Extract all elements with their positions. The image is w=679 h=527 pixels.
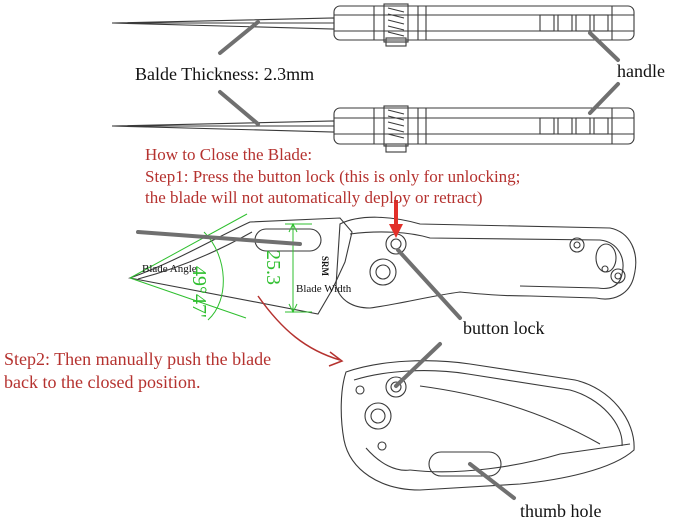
red-arrow-icon	[389, 200, 403, 238]
step2-line1: Step2: Then manually push the blade	[4, 349, 272, 369]
logo-text: SRM	[320, 256, 330, 276]
blade-width-label: Blade Width	[296, 283, 352, 295]
step1-line2: the blade will not automatically deploy …	[145, 188, 483, 207]
blade-measurements	[129, 213, 312, 321]
blade-angle-label: Blade Angle	[142, 263, 197, 275]
blade-pointer	[136, 230, 302, 246]
step2-line2: back to the closed position.	[4, 372, 201, 392]
button-lock-pointer	[396, 248, 462, 320]
angle-value: 49°47'	[188, 266, 210, 318]
handle-label: handle	[617, 61, 665, 81]
curved-red-arrow-icon	[257, 295, 344, 367]
button-lock-label: button lock	[463, 318, 545, 338]
knife-side-view-bottom	[111, 105, 635, 153]
thickness-pointers	[218, 20, 260, 126]
knife-side-view-top	[111, 3, 635, 47]
thickness-label: Balde Thickness: 2.3mm	[135, 64, 315, 84]
closed-button-pointer	[394, 342, 442, 388]
width-value: 25.3	[262, 250, 284, 285]
knife-closed-view	[340, 360, 635, 491]
step1-line1: Step1: Press the button lock (this is on…	[145, 167, 521, 186]
thumb-hole-pointer	[468, 462, 516, 500]
howto-title: How to Close the Blade:	[145, 145, 313, 164]
knife-open-view	[127, 216, 637, 315]
handle-pointers	[588, 31, 620, 115]
thumb-hole-label: thumb hole	[520, 501, 602, 521]
